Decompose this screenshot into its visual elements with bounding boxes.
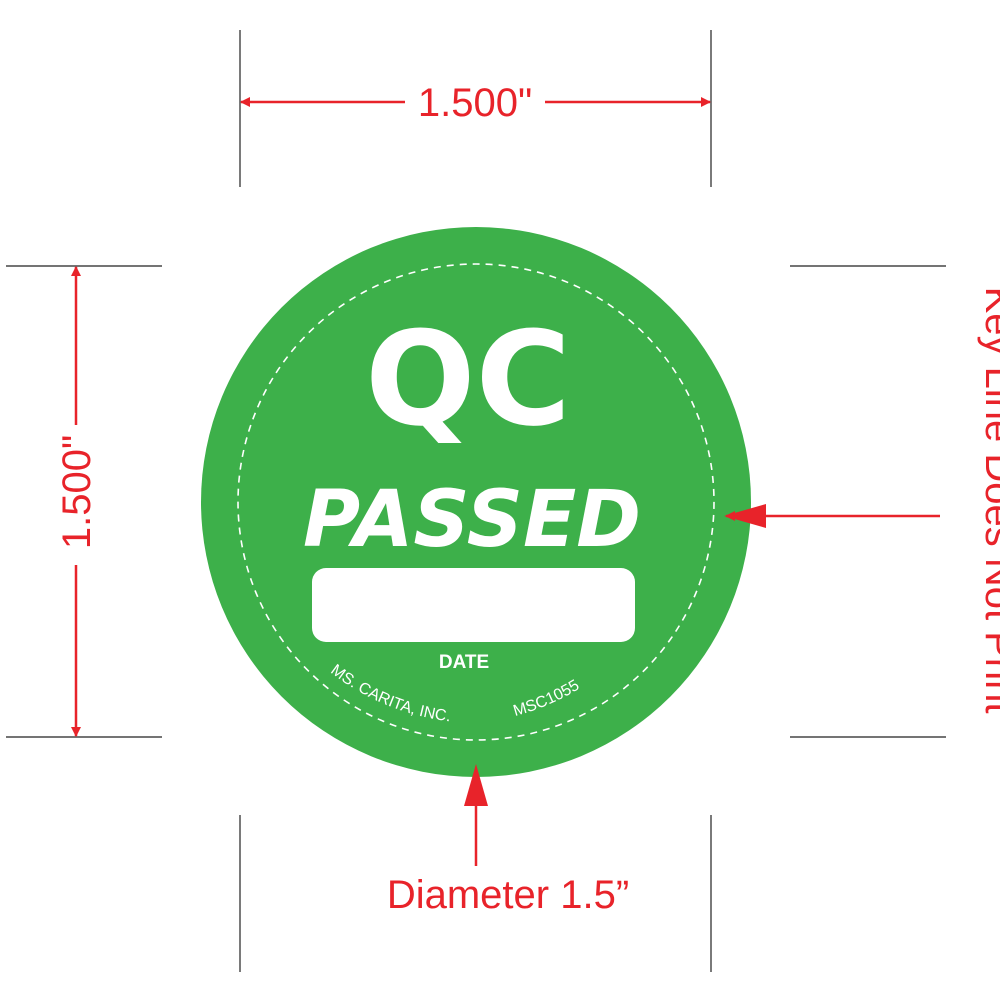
date-field-box: [312, 568, 635, 642]
sticker-subtitle: PASSED: [303, 475, 641, 565]
width-label: 1.500": [418, 81, 532, 125]
keyline-annotation: Key Line Does Not Print: [724, 287, 1000, 714]
guide-lines: [6, 30, 946, 972]
sticker-title: QC: [365, 303, 571, 455]
diameter-annotation: Diameter 1.5”: [387, 764, 629, 917]
date-label: DATE: [439, 652, 489, 673]
key-line: [237, 263, 715, 741]
qc-sticker: QC PASSED DATE MS. CARITA, INC. MSC1055: [201, 227, 751, 777]
diameter-label: Diameter 1.5”: [387, 873, 629, 917]
keyline-label: Key Line Does Not Print: [977, 287, 1000, 714]
diameter-arrowhead: [464, 764, 488, 806]
keyline-arrowhead: [724, 504, 766, 528]
height-dimension: 1.500": [55, 266, 99, 737]
height-label: 1.500": [55, 435, 99, 549]
width-dimension: 1.500": [240, 81, 711, 125]
